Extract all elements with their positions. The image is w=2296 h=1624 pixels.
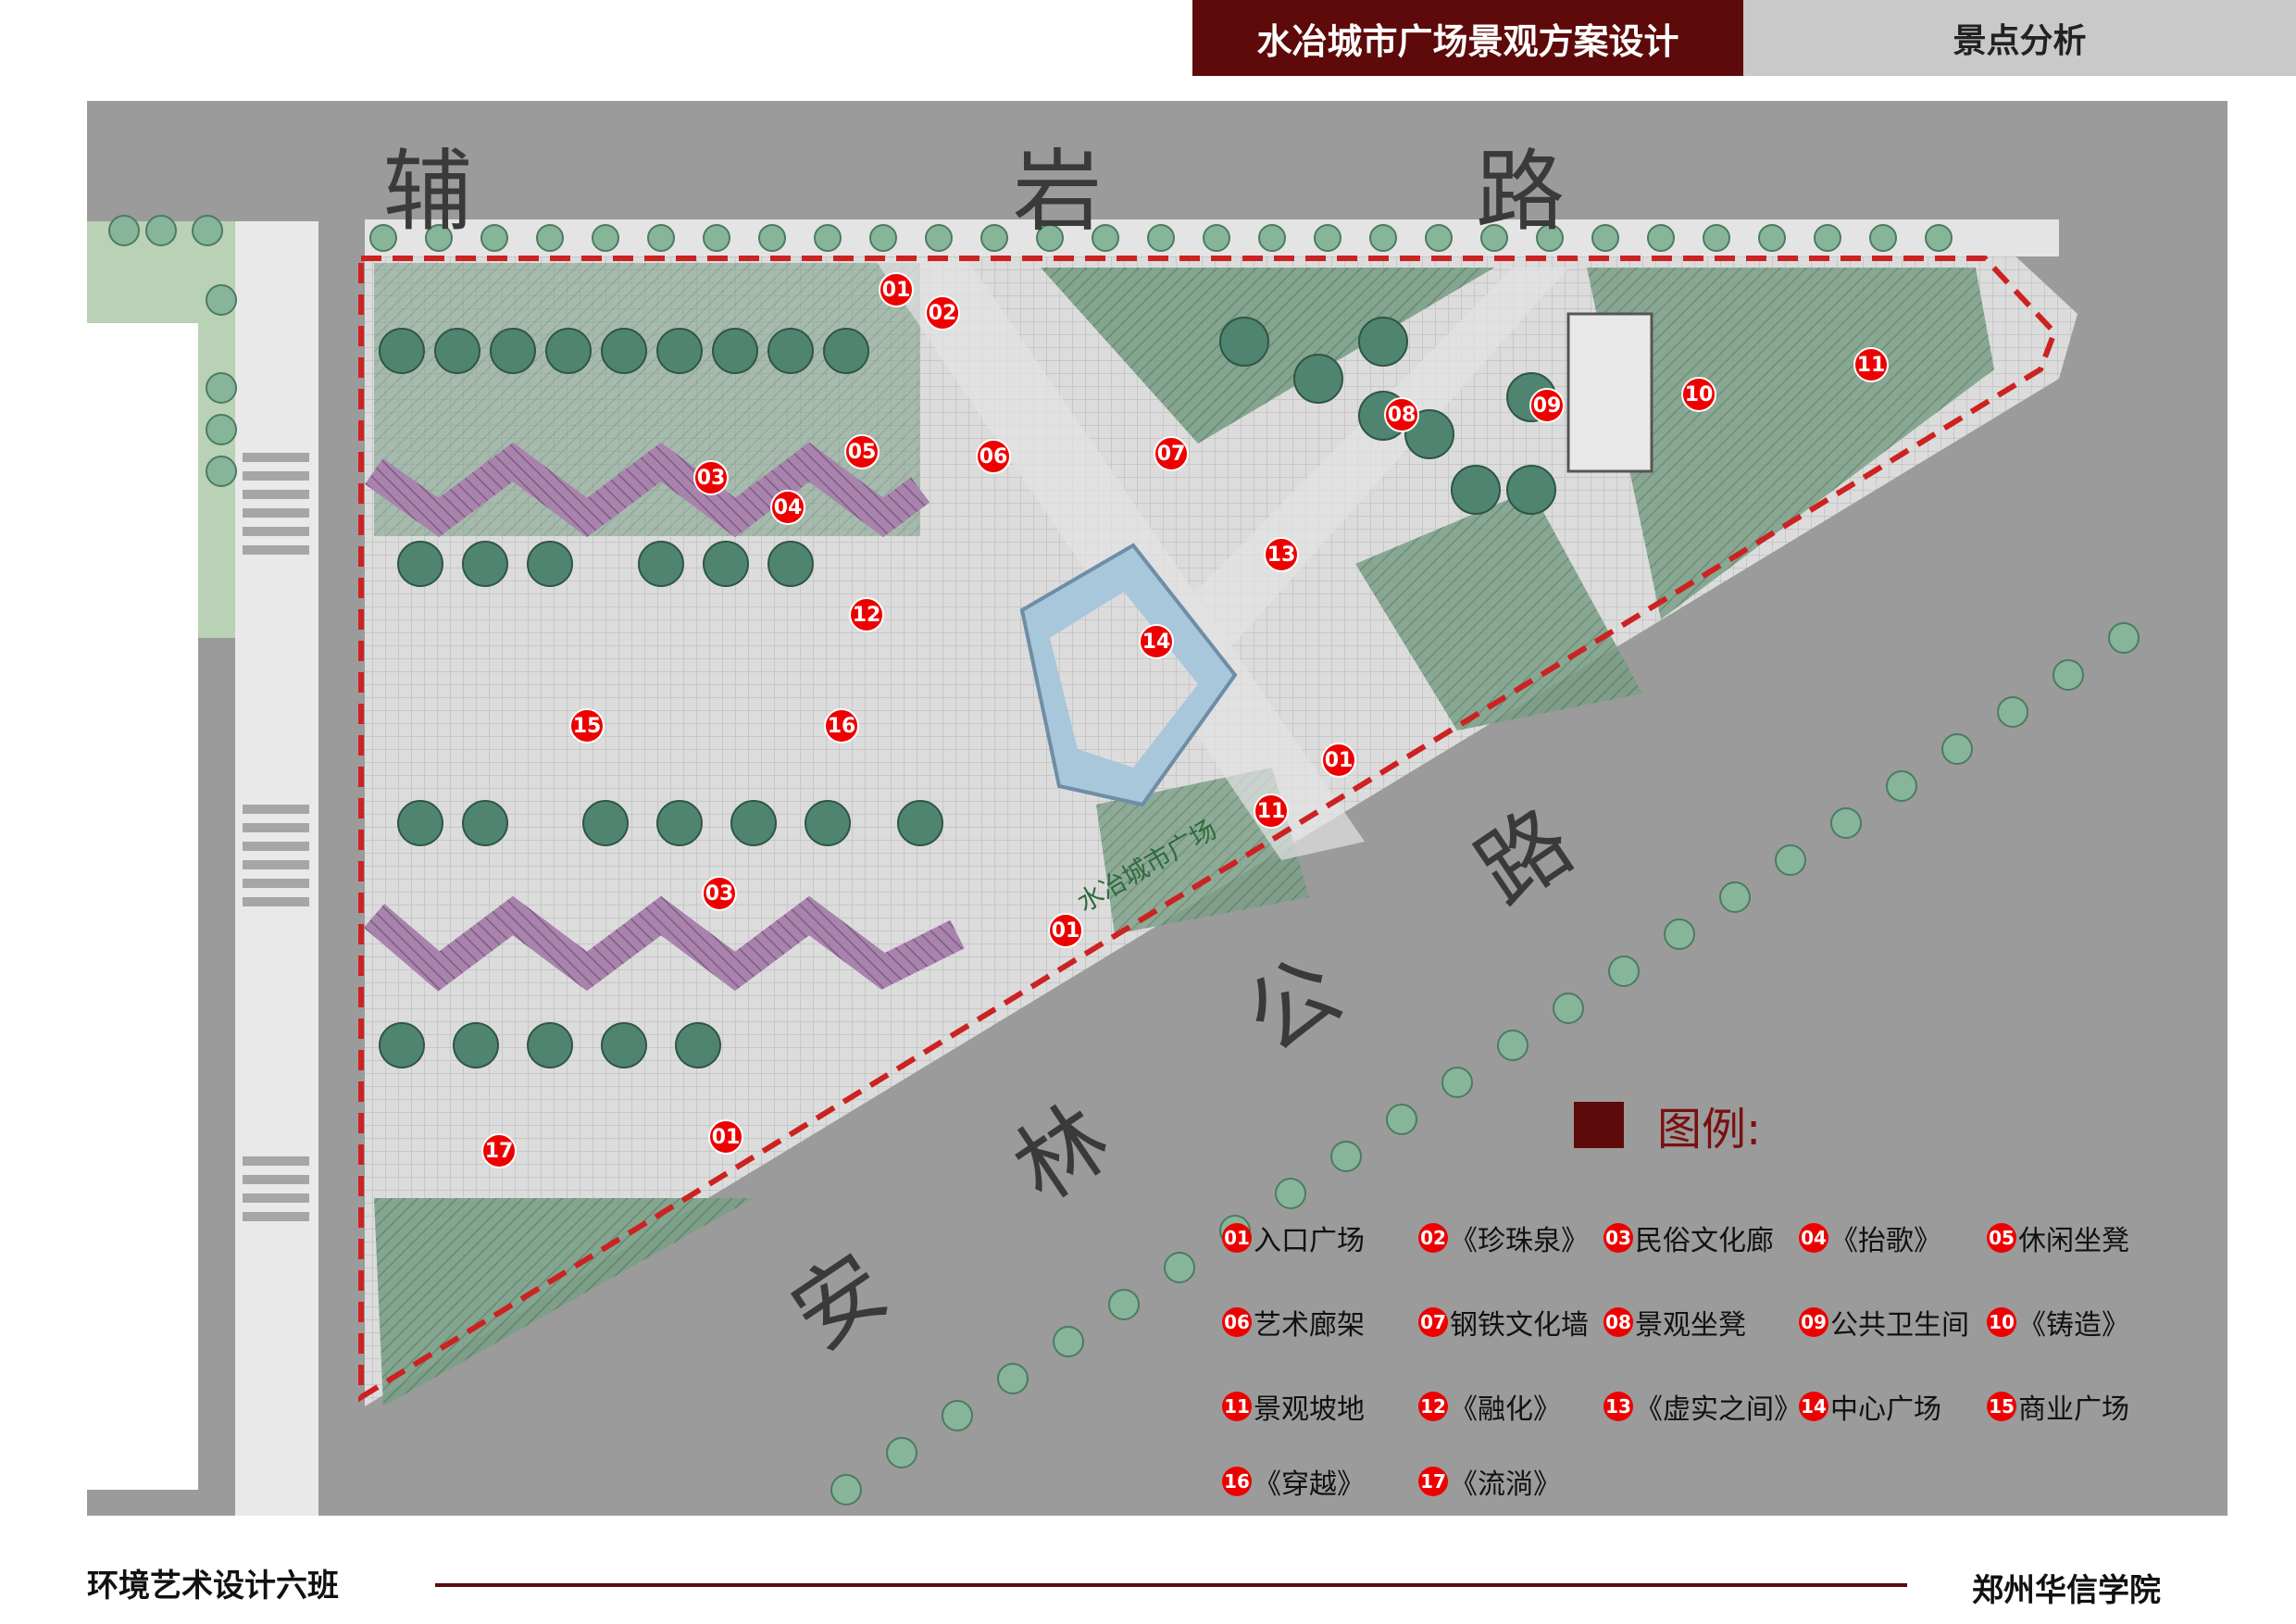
site-plan-drawing: [87, 215, 2140, 1516]
legend-item-num: 01: [1222, 1223, 1252, 1253]
legend-item-label: 《珍珠泉》: [1450, 1225, 1589, 1257]
legend-item: 10《铸造》: [1987, 1302, 2129, 1343]
legend-item-label: 景观坐凳: [1635, 1309, 1746, 1342]
marker-08: 08: [1384, 397, 1419, 432]
header-section: 景点分析: [1743, 0, 2296, 76]
site-boundary: [358, 256, 2058, 1403]
legend-item-label: 商业广场: [2018, 1393, 2129, 1426]
site-plan: 辅 岩 路 安 林 公 路 水冶城市广场 01 02 03 04 05 06 0…: [87, 101, 2227, 1516]
legend-item-label: 休闲坐凳: [2018, 1225, 2129, 1257]
legend-item-num: 06: [1222, 1307, 1252, 1337]
zigzag-bed-north: [365, 442, 930, 538]
legend-item-num: 15: [1987, 1392, 2016, 1421]
legend-item-num: 17: [1418, 1467, 1448, 1496]
marker-01-east: 01: [1321, 743, 1356, 778]
marker-09: 09: [1529, 388, 1565, 423]
legend-item: 04《抬歌》: [1799, 1218, 1941, 1258]
marker-02: 02: [925, 295, 960, 331]
marker-17: 17: [481, 1133, 517, 1168]
marker-16: 16: [824, 708, 859, 743]
legend-item-label: 景观坡地: [1254, 1393, 1365, 1426]
legend-item: 13《虚实之间》: [1603, 1386, 1802, 1427]
legend-item-num: 09: [1799, 1307, 1828, 1337]
legend-item-label: 《抬歌》: [1830, 1225, 1941, 1257]
legend-item-label: 钢铁文化墙: [1450, 1309, 1589, 1342]
marker-05: 05: [844, 434, 880, 469]
footer-divider: [435, 1583, 1907, 1587]
legend-item-num: 02: [1418, 1223, 1448, 1253]
legend-item-num: 16: [1222, 1467, 1252, 1496]
marker-14: 14: [1139, 624, 1174, 659]
legend-item-label: 《流淌》: [1450, 1468, 1561, 1501]
legend-item-label: 入口广场: [1254, 1225, 1365, 1257]
legend-item-num: 05: [1987, 1223, 2016, 1253]
legend-header: 图例:: [1574, 1093, 1761, 1157]
marker-03-north: 03: [693, 460, 729, 495]
planting-sw: [374, 1198, 754, 1406]
marker-11-east: 11: [1853, 347, 1889, 382]
legend-item-num: 14: [1799, 1392, 1828, 1421]
legend-item-label: 《融化》: [1450, 1393, 1561, 1426]
legend-swatch: [1574, 1102, 1624, 1148]
legend-item-num: 07: [1418, 1307, 1448, 1337]
marker-11-south: 11: [1254, 793, 1289, 829]
legend-item-num: 08: [1603, 1307, 1633, 1337]
marker-03-south: 03: [702, 876, 737, 911]
legend-item: 02《珍珠泉》: [1418, 1218, 1589, 1258]
road-north-char-2: 岩: [1013, 140, 1102, 244]
planting-ne: [1587, 268, 1994, 619]
legend-item-label: 《穿越》: [1254, 1468, 1365, 1501]
road-north-char-3: 路: [1476, 140, 1565, 244]
marker-01-north: 01: [879, 272, 914, 307]
marker-06: 06: [976, 439, 1011, 474]
planting-north-triangle: [1041, 268, 1494, 443]
marker-07: 07: [1154, 436, 1189, 471]
footer-class: 环境艺术设计六班: [87, 1568, 339, 1605]
legend-item: 17《流淌》: [1418, 1461, 1561, 1502]
legend-item-num: 03: [1603, 1223, 1633, 1253]
legend-item-label: 《虚实之间》: [1635, 1393, 1802, 1426]
legend-item-num: 10: [1987, 1307, 2016, 1337]
marker-01-sw: 01: [708, 1119, 743, 1155]
marker-04: 04: [770, 490, 805, 525]
planting-east: [1355, 490, 1642, 731]
marker-12: 12: [849, 597, 884, 632]
legend-item-num: 04: [1799, 1223, 1828, 1253]
legend-item-label: 公共卫生间: [1830, 1309, 1969, 1342]
marker-10: 10: [1681, 377, 1716, 412]
legend-item-label: 《铸造》: [2018, 1309, 2129, 1342]
footer-school: 郑州华信学院: [1972, 1572, 2161, 1609]
legend-item-num: 12: [1418, 1392, 1448, 1421]
left-building: [87, 323, 198, 1490]
marker-01-south: 01: [1048, 913, 1083, 948]
legend-item: 12《融化》: [1418, 1386, 1561, 1427]
marker-15: 15: [569, 708, 605, 743]
legend-item-label: 中心广场: [1830, 1393, 1941, 1426]
header-title: 水冶城市广场景观方案设计: [1192, 0, 1743, 76]
legend-item-num: 13: [1603, 1392, 1633, 1421]
legend-title: 图例:: [1657, 1104, 1762, 1156]
marker-13: 13: [1264, 537, 1299, 572]
public-toilet: [1566, 312, 1653, 473]
road-north-char-1: 辅: [383, 140, 472, 244]
legend-item-num: 11: [1222, 1392, 1252, 1421]
zigzag-bed-south: [363, 895, 965, 992]
legend-item-label: 艺术廊架: [1254, 1309, 1365, 1342]
legend-item-label: 民俗文化廊: [1635, 1225, 1774, 1257]
legend-item: 16《穿越》: [1222, 1461, 1365, 1502]
